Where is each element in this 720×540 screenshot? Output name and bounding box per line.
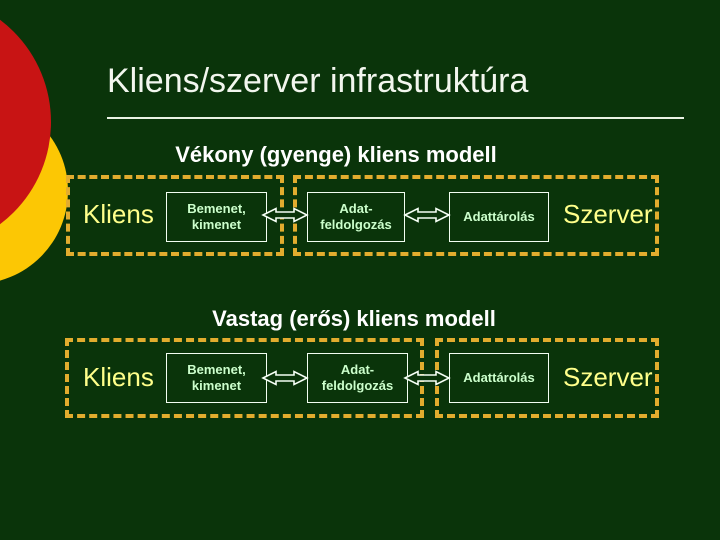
- thick-client-model-heading: Vastag (erős) kliens modell: [212, 306, 496, 331]
- bemenet-kimenet-box: Bemenet, kimenet: [166, 353, 267, 403]
- box-line: Bemenet,: [187, 201, 246, 216]
- box-line: Adattárolás: [463, 370, 535, 385]
- box-line: kimenet: [191, 378, 242, 393]
- left-right-arrow-icon: [403, 207, 451, 223]
- title-underline: [107, 117, 684, 119]
- box-line: Adat-: [340, 362, 375, 377]
- box-line: Bemenet,: [187, 362, 246, 377]
- client-label: Kliens: [83, 199, 154, 229]
- adattarolas-box: Adattárolás: [449, 192, 549, 242]
- box-line: feldolgozás: [321, 378, 394, 393]
- page-title: Kliens/szerver infrastruktúra: [107, 62, 529, 100]
- client-label: Kliens: [83, 362, 154, 392]
- box-line: kimenet: [191, 217, 242, 232]
- box-line: Adat-: [339, 201, 373, 216]
- box-line: feldolgozás: [320, 217, 392, 232]
- adattarolas-box: Adattárolás: [449, 353, 549, 403]
- adat-feldolgozas-box: Adat- feldolgozás: [307, 353, 408, 403]
- box-line: Adattárolás: [463, 209, 535, 224]
- server-label: Szerver: [563, 362, 653, 392]
- bemenet-kimenet-box: Bemenet, kimenet: [166, 192, 267, 242]
- server-label: Szerver: [563, 199, 653, 229]
- adat-feldolgozas-box: Adat- feldolgozás: [307, 192, 405, 242]
- left-right-arrow-icon: [403, 370, 451, 386]
- left-right-arrow-icon: [261, 370, 309, 386]
- left-right-arrow-icon: [261, 207, 309, 223]
- thin-client-model-heading: Vékony (gyenge) kliens modell: [175, 142, 497, 167]
